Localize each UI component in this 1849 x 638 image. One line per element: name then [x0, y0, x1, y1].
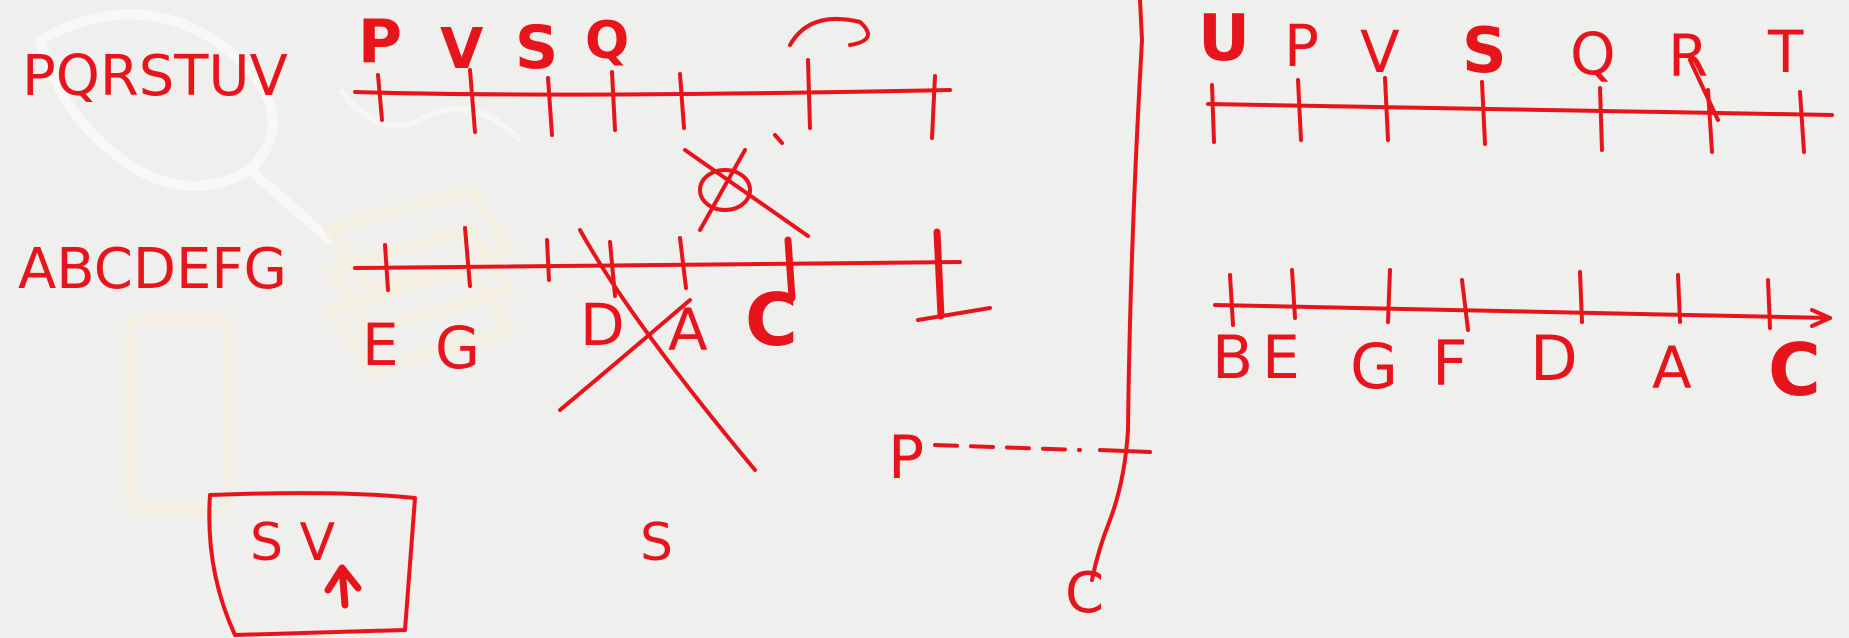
svg-text:B: B	[1212, 323, 1253, 393]
svg-text:A: A	[668, 296, 708, 364]
svg-text:E: E	[362, 311, 399, 379]
right-panel: U P V S Q R T B E G F D A C	[1198, 2, 1832, 412]
right-top-number-line	[1208, 78, 1832, 152]
books-icon	[330, 190, 510, 370]
right-bottom-marks: B E G F D A C	[1212, 322, 1821, 412]
svg-text:U: U	[1198, 2, 1250, 76]
svg-text:S: S	[515, 13, 558, 83]
svg-text:F: F	[1432, 327, 1468, 400]
svg-text:C: C	[745, 278, 798, 362]
svg-text:R: R	[1668, 22, 1708, 90]
bottom-sequence-label: ABCDEFG	[18, 237, 287, 302]
svg-text:D: D	[580, 291, 625, 359]
top-sequence-label: PQRSTUV	[22, 44, 288, 109]
svg-text:A: A	[1652, 334, 1692, 402]
svg-text:S V: S V	[250, 513, 336, 573]
svg-text:V: V	[440, 17, 484, 82]
svg-text:G: G	[435, 314, 480, 382]
svg-text:E: E	[1262, 323, 1300, 393]
svg-text:V: V	[1360, 18, 1400, 86]
loose-letter-s: S	[640, 513, 673, 573]
loose-letter-c: C	[1065, 561, 1104, 626]
svg-text:C: C	[1768, 328, 1821, 412]
top-marks: P V S Q	[358, 7, 629, 83]
phone-icon	[130, 320, 230, 510]
crossed-mark	[685, 135, 808, 236]
svg-text:P: P	[1284, 12, 1319, 80]
svg-text:G: G	[1350, 330, 1398, 403]
svg-text:S: S	[1462, 14, 1507, 87]
vertical-divider	[1092, 0, 1142, 580]
svg-text:Q: Q	[585, 11, 629, 71]
right-top-marks: U P V S Q R T	[1198, 2, 1804, 90]
bottom-marks: E G D A C	[362, 278, 798, 382]
svg-text:T: T	[1767, 18, 1804, 86]
svg-text:Q: Q	[1570, 20, 1616, 88]
svg-text:P: P	[358, 7, 402, 77]
sv-box: S V	[209, 493, 415, 635]
loose-letter-p: P	[888, 423, 924, 493]
right-bottom-number-line	[1215, 270, 1830, 330]
svg-text:D: D	[1530, 322, 1578, 395]
